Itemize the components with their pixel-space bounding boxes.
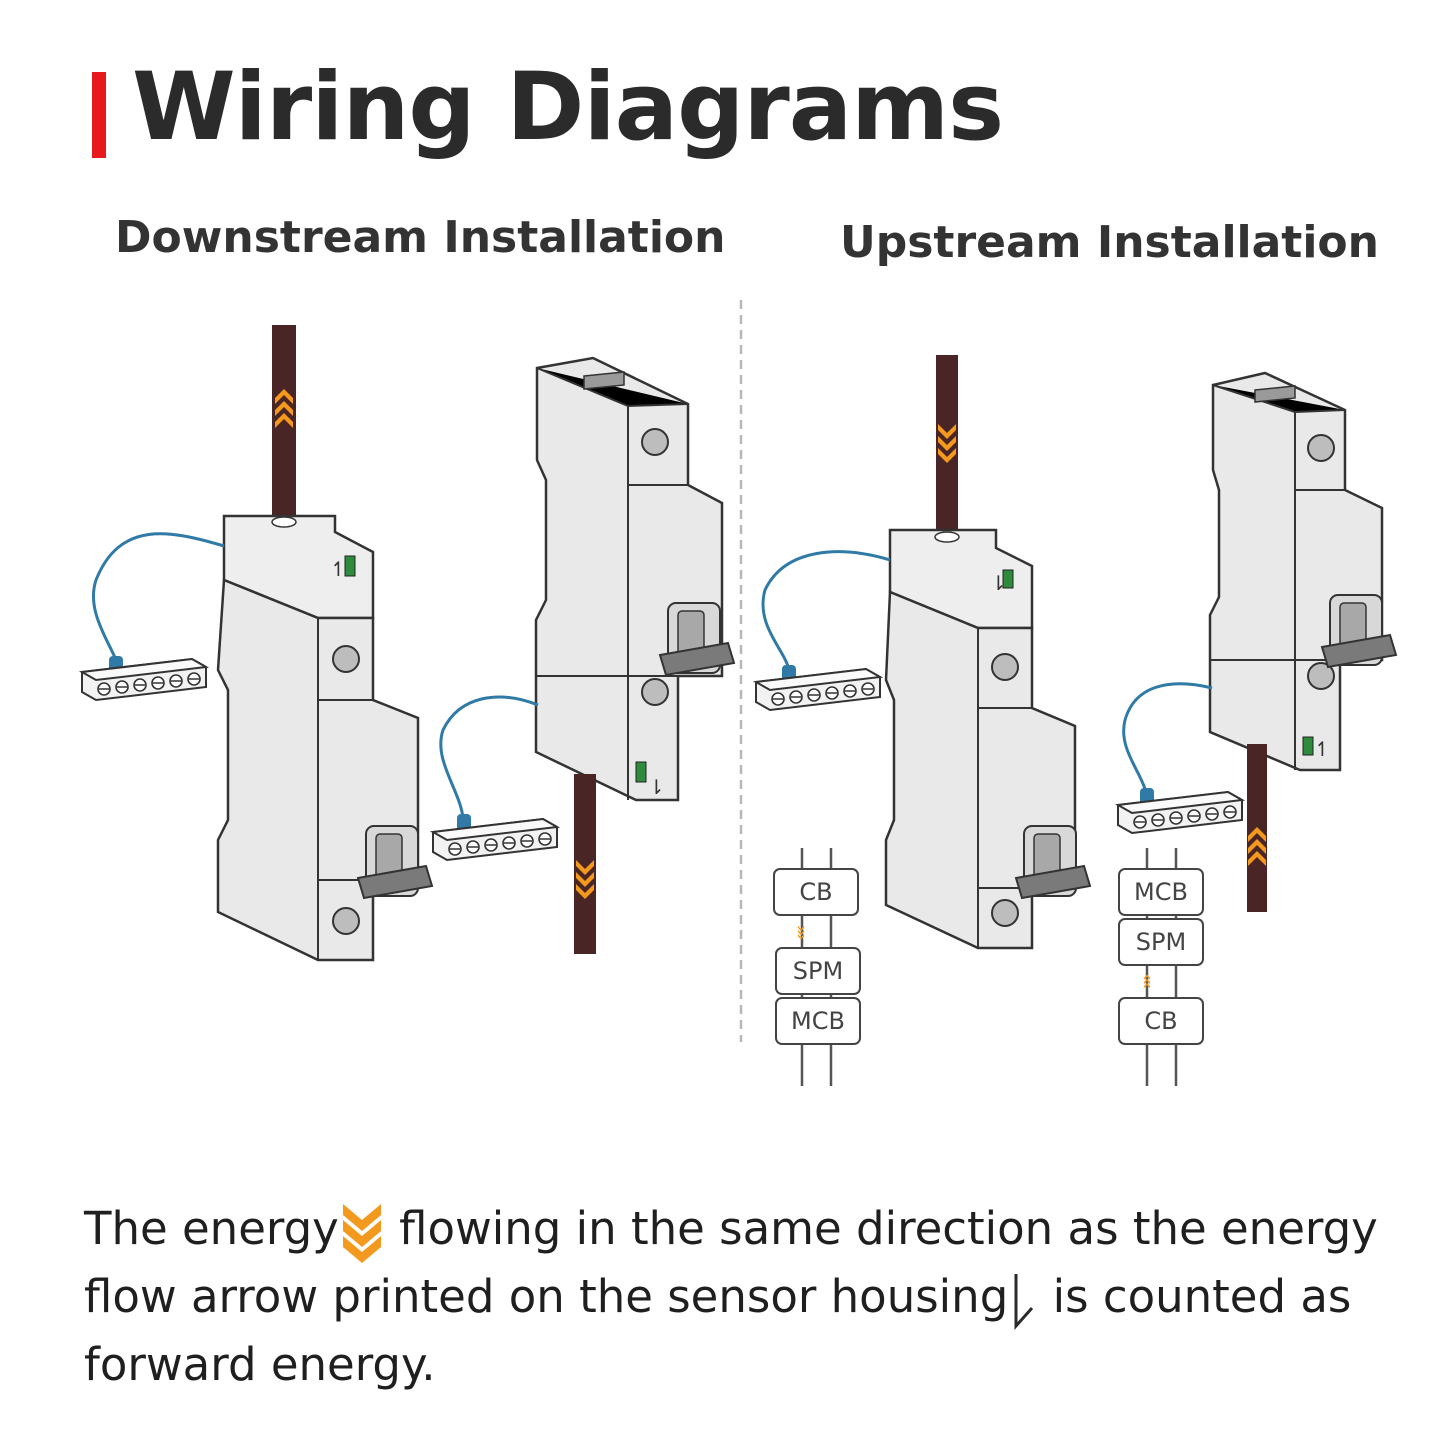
svg-text:↿: ↿ (330, 557, 347, 581)
downstream-installation-label: Downstream Installation (115, 212, 726, 263)
page-title: Wiring Diagrams (132, 53, 1004, 162)
ground-wire (761, 550, 891, 671)
terminal-block (1117, 791, 1243, 834)
svg-text:↿: ↿ (1314, 737, 1331, 761)
schematic-upstream-right: MCB SPM CB (1118, 848, 1204, 1086)
breaker-main (884, 590, 1091, 950)
sensor-module: ⇂ (888, 528, 1034, 630)
schematic-box-label: MCB (1134, 878, 1188, 906)
downstream-diagram: ↿ ⇂ (81, 325, 735, 962)
schematic-box-label: SPM (1136, 928, 1186, 956)
breaker-lever (357, 825, 433, 899)
terminal-block (755, 668, 881, 711)
breaker-secondary: ↿ (1208, 371, 1397, 772)
breaker-main (216, 578, 433, 962)
footer-text-1: The energy (84, 1202, 339, 1255)
footer-text-2: flowing in the same direction as the ene… (84, 1202, 1378, 1323)
svg-text:⇂: ⇂ (990, 571, 1007, 595)
upstream-diagram: ⇂ ↿ (755, 355, 1397, 1086)
ground-wire (439, 695, 539, 819)
energy-double-chevron-down-icon (342, 1204, 381, 1263)
terminal-block (432, 818, 558, 861)
indicator-light (344, 555, 356, 577)
footer-note: The energy flowing in the same direction… (84, 1196, 1384, 1397)
schematic-box-label: CB (799, 878, 832, 906)
schematic-box-label: MCB (791, 1007, 845, 1035)
housing-down-arrow-icon (1014, 1274, 1034, 1330)
breaker-lever (1321, 594, 1397, 668)
breaker-secondary: ⇂ (534, 356, 735, 802)
ground-wire (91, 532, 225, 661)
terminal-block (81, 658, 207, 701)
title-accent-bar (92, 72, 106, 158)
breaker-lever (1015, 825, 1091, 899)
footer-text-3: is counted as forward energy. (84, 1270, 1352, 1391)
upstream-installation-label: Upstream Installation (840, 217, 1379, 268)
output-cable (574, 774, 596, 954)
ground-wire (1122, 682, 1213, 793)
schematic-upstream-left: CB SPM MCB (773, 848, 861, 1086)
schematic-box-label: CB (1144, 1007, 1177, 1035)
svg-text:⇂: ⇂ (648, 775, 665, 799)
schematic-box-label: SPM (793, 957, 843, 985)
